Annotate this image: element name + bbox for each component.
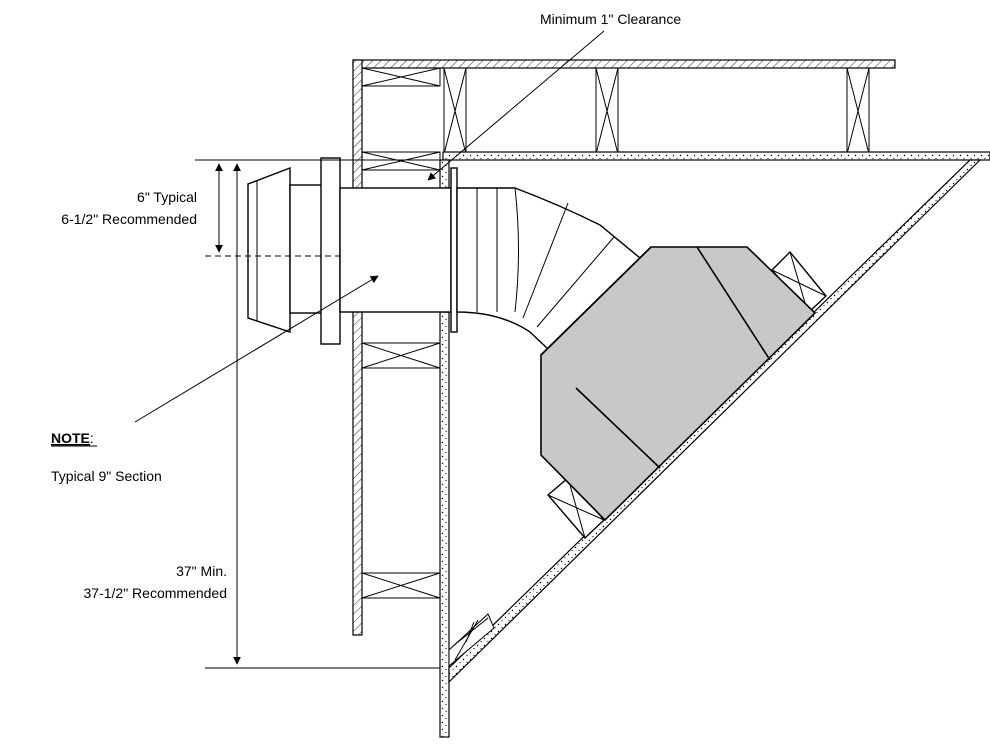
note-colon: : [90,430,94,446]
roof-deck [352,59,896,69]
wall-sleeve-duct [339,187,452,313]
exterior-wall-siding [352,59,363,636]
dimension-6in [195,159,440,257]
interior-collar [450,167,458,333]
mounting-blocks [547,250,827,540]
wall-blocking [361,342,441,599]
elbow-duct [456,187,642,351]
wall-flange [320,157,341,345]
note-heading-text: NOTE [51,430,90,446]
note-text: Typical 9" Section [51,468,162,484]
note-heading: NOTE: [51,430,94,446]
typical-6in-label: 6" Typical [137,189,197,205]
dimension-37in [205,163,440,669]
min-37in-label: 37" Min. [176,563,227,579]
recommended-6in-label: 6-1/2" Recommended [61,211,197,227]
note-leader [134,275,379,423]
clearance-label: Minimum 1" Clearance [540,11,681,27]
recommended-37in-label: 37-1/2" Recommended [84,585,228,601]
ceiling-joists [361,67,895,171]
exterior-vent-hood [247,166,323,333]
fan-unit [540,246,817,522]
ceiling-drywall [442,151,990,161]
clearance-leader [427,30,605,181]
